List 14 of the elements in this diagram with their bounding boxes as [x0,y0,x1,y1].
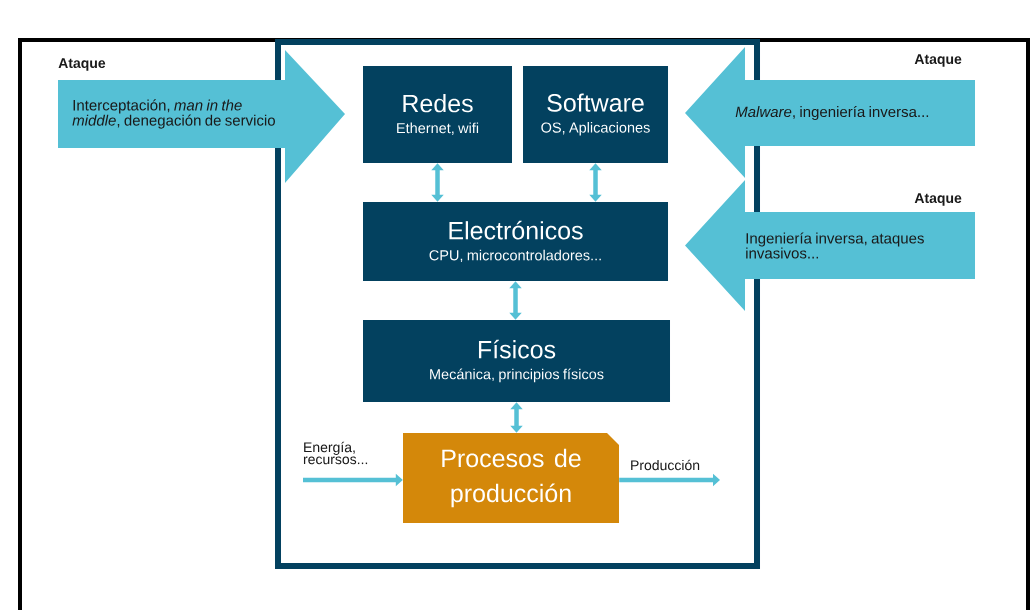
layer-box: Redes Ethernet, wifi [363,66,512,163]
arrow [589,163,602,202]
arrow [510,402,523,433]
attack-heading: Ataque [914,54,962,67]
attack-heading: Ataque [914,193,962,206]
output-label: Producción [631,459,700,471]
attack-heading: Ataque [58,58,106,71]
energy-label: Energía, recursos... [303,441,368,465]
process-box: Procesos de producción [403,433,619,523]
layer-box: Físicos Mecánica, principios físicos [363,320,670,402]
layer-box: Electrónicos CPU, microcontroladores... [363,202,668,281]
arrow [431,163,444,202]
arrow [509,281,522,320]
layer-box: Software OS, Aplicaciones [523,66,668,163]
